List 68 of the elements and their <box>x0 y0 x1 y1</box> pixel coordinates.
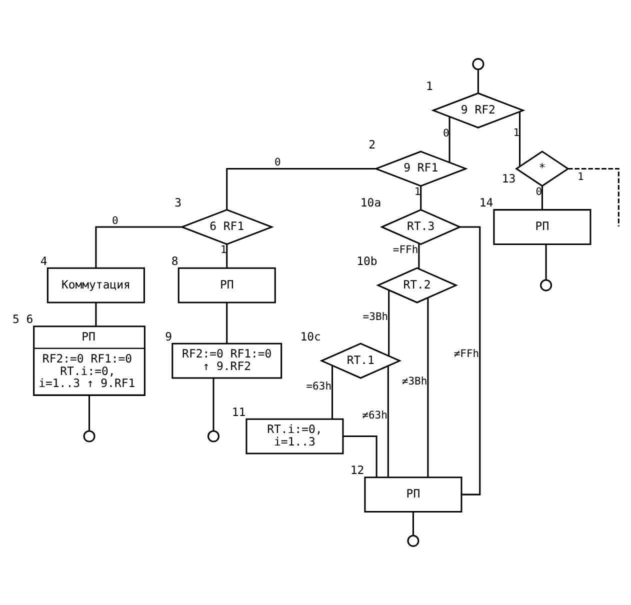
connector <box>477 69 479 93</box>
edge-label: 1 <box>513 127 520 140</box>
connector <box>88 395 90 431</box>
edge-label: ≠3Bh <box>402 376 428 388</box>
node-label: 8 <box>171 254 178 268</box>
node-diamond: * <box>515 150 570 187</box>
node-diamond: RT.3 <box>380 208 462 246</box>
node-box: RF2:=0 RF1:=0 ↑ 9.RF2 <box>172 342 282 379</box>
node-box: РП <box>364 476 462 513</box>
edge-label: 1 <box>220 244 227 256</box>
node-circle <box>407 534 420 547</box>
edge-label: 0 <box>443 127 450 140</box>
connector <box>388 290 390 356</box>
node-label: 10b <box>356 254 378 268</box>
node-diamond: RT.2 <box>376 267 458 304</box>
connector <box>212 378 214 431</box>
edge-label: ≠FFh <box>454 348 480 360</box>
edge-label: 0 <box>274 156 281 169</box>
node-box: РП <box>493 209 592 245</box>
connector <box>412 512 414 536</box>
node-label: 5 6 <box>12 312 34 326</box>
connector <box>460 226 481 496</box>
connector <box>332 366 334 420</box>
node-box: РП <box>178 267 276 304</box>
connector <box>343 436 378 478</box>
node-diamond: 6 RF1 <box>180 208 274 246</box>
connector <box>420 186 422 210</box>
connector <box>427 298 429 478</box>
connector <box>226 244 228 268</box>
node-box: Коммутация <box>46 267 145 304</box>
connector <box>387 366 389 478</box>
connector <box>541 186 543 210</box>
node-box: RT.i:=0, i=1..3 <box>246 418 344 454</box>
node-label: 10a <box>360 196 382 210</box>
node-diamond: 9 RF2 <box>431 92 526 128</box>
edge-label: 0 <box>536 186 542 198</box>
edge-label: =63h <box>306 380 332 392</box>
node-label: 4 <box>40 254 48 268</box>
node-label: 3 <box>174 196 182 210</box>
edge-label: ≠63h <box>362 409 388 422</box>
node-label: 12 <box>350 463 364 478</box>
connector <box>95 302 97 326</box>
node-circle <box>207 430 220 442</box>
connector <box>226 302 228 344</box>
edge-label: 1 <box>577 171 584 184</box>
node-diamond: 9 RF1 <box>374 150 468 187</box>
node-label: 1 <box>426 78 433 93</box>
edge-label: 0 <box>112 214 118 227</box>
connector <box>95 226 182 268</box>
connector <box>448 116 450 162</box>
connector <box>226 168 376 210</box>
node-label: 11 <box>232 404 246 419</box>
connector <box>545 244 547 280</box>
edge-label: 1 <box>414 186 421 198</box>
edge-label: =FFh <box>392 244 418 256</box>
node-circle <box>472 58 484 70</box>
connector <box>568 168 620 226</box>
node-diamond: RT.1 <box>320 342 402 379</box>
node-label: 9 <box>165 329 172 344</box>
edge-label: =3Bh <box>362 310 388 323</box>
node-label: 10c <box>300 329 321 344</box>
node-label: 14 <box>479 196 494 210</box>
node-circle <box>83 430 96 442</box>
node-circle <box>540 279 552 292</box>
connector <box>519 112 521 166</box>
node-label: 13 <box>502 172 516 186</box>
node-label: 2 <box>368 137 376 152</box>
connector <box>418 244 420 269</box>
